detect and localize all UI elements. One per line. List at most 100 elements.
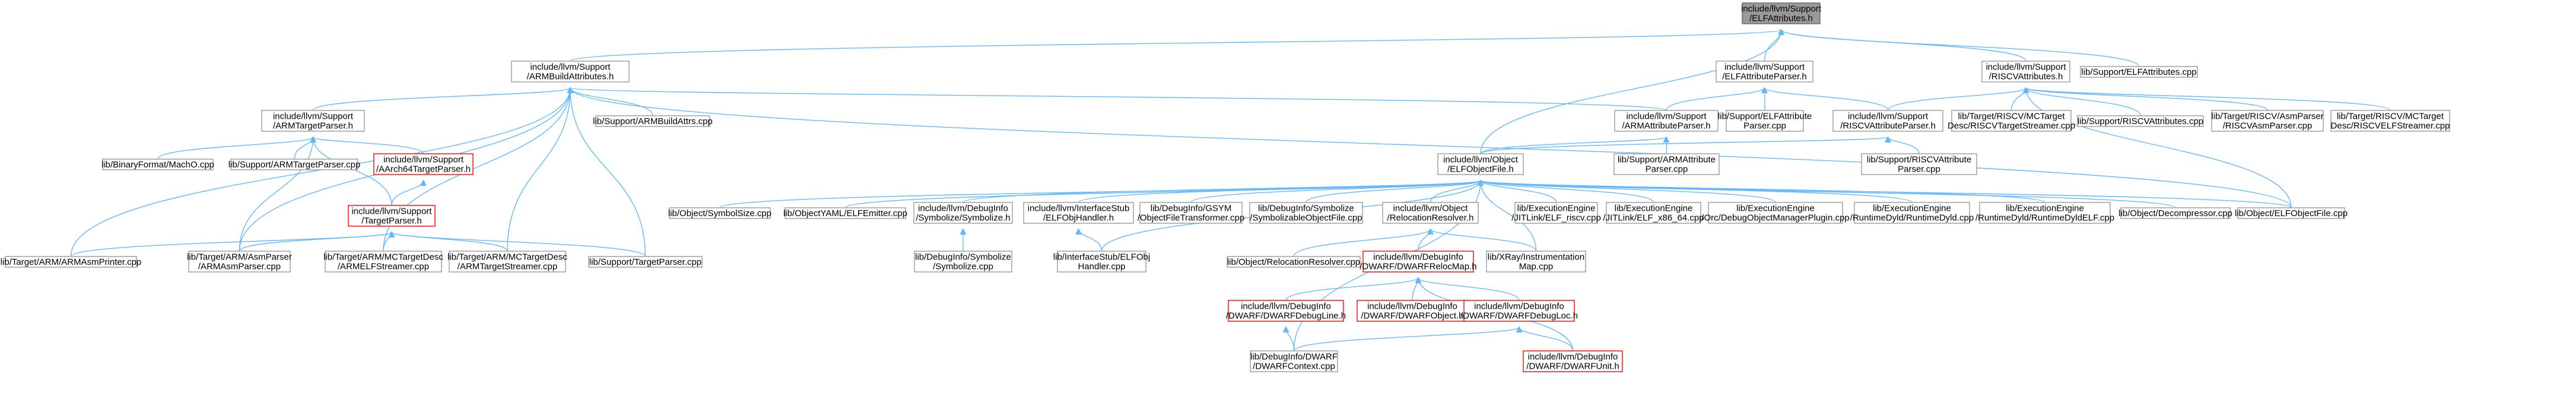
node-label: include/llvm/DebugInfo xyxy=(1241,302,1331,312)
node-label: Desc/RISCVELFStreamer.cpp xyxy=(2331,121,2450,131)
node-label: /JITLink/ELF_x86_64.cpp xyxy=(1603,213,1704,223)
node-label: lib/Target/RISCV/MCTarget xyxy=(2337,112,2444,122)
node-box xyxy=(1708,202,1843,224)
edge-riscvattributes_h-riscvelfstreamer_cpp xyxy=(2026,88,2391,111)
edge-elfobjectfile_h-xrayinstrumentationmap_cpp xyxy=(1481,180,1537,252)
node-armbuildattributes_h[interactable]: include/llvm/Support/ARMBuildAttributes.… xyxy=(511,61,630,83)
node-label: lib/Support/ARMAttribute xyxy=(1618,155,1716,165)
node-runtimedyldelf_cpp[interactable]: lib/ExecutionEngine/RuntimeDyld/RuntimeD… xyxy=(1975,202,2114,224)
node-riscvattributeparser_h[interactable]: include/llvm/Support/RISCVAttributeParse… xyxy=(1832,110,1943,132)
node-elfattributes_cpp[interactable]: lib/Support/ELFAttributes.cpp xyxy=(2080,66,2198,78)
node-dwarfobject_h[interactable]: include/llvm/DebugInfo/DWARF/DWARFObject… xyxy=(1357,300,1468,322)
node-relocationresolver_h[interactable]: include/llvm/Object/RelocationResolver.h xyxy=(1382,202,1479,224)
node-dwarfrelocmap_h[interactable]: include/llvm/DebugInfo/DWARF/DWARFRelocM… xyxy=(1360,251,1477,273)
node-box xyxy=(1382,202,1479,224)
node-box xyxy=(348,205,436,227)
node-elfobjhandler_cpp[interactable]: lib/InterfaceStub/ELFObjHandler.cpp xyxy=(1053,251,1150,273)
node-targetparser_h[interactable]: include/llvm/Support/TargetParser.h xyxy=(348,205,436,227)
node-armtargetstreamer_cpp[interactable]: lib/Target/ARM/MCTargetDesc/ARMTargetStr… xyxy=(447,251,567,273)
node-box xyxy=(1249,202,1363,224)
node-debugobjectmanagerplugin_cpp[interactable]: lib/ExecutionEngine/Orc/DebugObjectManag… xyxy=(1701,202,1850,224)
edge-armbuildattributes_h-armattributeparser_h xyxy=(570,88,1667,111)
node-riscvtargetstreamer_cpp[interactable]: lib/Target/RISCV/MCTargetDesc/RISCVTarge… xyxy=(1948,110,2075,132)
node-label: /ObjectFileTransformer.cpp xyxy=(1138,213,1244,223)
node-objectfiletransformer_cpp[interactable]: lib/DebugInfo/GSYM/ObjectFileTransformer… xyxy=(1138,202,1244,224)
node-armbuildattrs_cpp[interactable]: lib/Support/ARMBuildAttrs.cpp xyxy=(593,115,713,127)
node-armattributeparser_h[interactable]: include/llvm/Support/ARMAttributeParser.… xyxy=(1614,110,1719,132)
node-label: /Orc/DebugObjectManagerPlugin.cpp xyxy=(1701,213,1849,223)
node-elfattributes_h[interactable]: include/llvm/Support/ELFAttributes.h xyxy=(1741,2,1822,24)
node-label: include/llvm/DebugInfo xyxy=(1528,352,1618,362)
node-box xyxy=(2211,110,2324,132)
node-riscvattributeparser_cpp[interactable]: lib/Support/RISCVAttributeParser.cpp xyxy=(1861,153,1977,175)
node-label: Parser.cpp xyxy=(1898,164,1940,175)
node-elfobjhandler_h[interactable]: include/llvm/InterfaceStub/ELFObjHandler… xyxy=(1023,202,1134,224)
edge-elfobjectfile_h-elf_x86_64_cpp xyxy=(1481,180,1654,203)
node-dwarfdebugline_h[interactable]: include/llvm/DebugInfo/DWARF/DWARFDebugL… xyxy=(1226,300,1346,322)
edge-armattributeparser_h-armattributeparser_cpp xyxy=(1666,137,1667,154)
edge-targetparser_h-armasmparser_cpp xyxy=(239,232,392,252)
node-armtargetparser_h[interactable]: include/llvm/Support/ARMTargetParser.h xyxy=(261,110,365,132)
node-label: /RISCVAttributeParser.h xyxy=(1840,121,1936,131)
node-armasmparser_cpp[interactable]: lib/Target/ARM/AsmParser/ARMAsmParser.cp… xyxy=(187,251,292,273)
node-label: lib/ExecutionEngine xyxy=(1873,204,1951,214)
node-box xyxy=(1486,251,1586,273)
node-box xyxy=(1606,202,1701,224)
node-runtimedyld_cpp[interactable]: lib/ExecutionEngine/RuntimeDyld/RuntimeD… xyxy=(1850,202,1974,224)
edge-relocationresolver_h-relocationresolver_cpp xyxy=(1293,229,1431,257)
node-aarch64targetparser_h[interactable]: include/llvm/Support/AArch64TargetParser… xyxy=(373,153,474,175)
edge-riscvattributes_h-riscvattributes_cpp xyxy=(2026,88,2141,116)
node-elfobjectfile_h[interactable]: include/llvm/Object/ELFObjectFile.h xyxy=(1437,153,1524,175)
node-dwarfunit_h[interactable]: include/llvm/DebugInfo/DWARF/DWARFUnit.h xyxy=(1523,350,1623,372)
node-riscvattributes_h[interactable]: include/llvm/Support/RISCVAttributes.h xyxy=(1981,61,2070,83)
node-box xyxy=(595,115,710,127)
node-dwarfcontext_cpp[interactable]: lib/DebugInfo/DWARF/DWARFContext.cpp xyxy=(1250,350,1338,372)
node-label: lib/Target/ARM/ARMAsmPrinter.cpp xyxy=(1,257,142,267)
node-armattributeparser_cpp[interactable]: lib/Support/ARMAttributeParser.cpp xyxy=(1613,153,1720,175)
node-elf_riscv_cpp[interactable]: lib/ExecutionEngine/JITLink/ELF_riscv.cp… xyxy=(1511,202,1601,224)
node-armelfstreamer_cpp[interactable]: lib/Target/ARM/MCTargetDesc/ARMELFStream… xyxy=(323,251,443,273)
node-label: /Symbolize/Symbolize.h xyxy=(916,213,1010,223)
node-label: lib/Target/ARM/MCTargetDesc xyxy=(323,252,443,262)
node-armtargetparser_cpp[interactable]: lib/Support/ARMTargetParser.cpp xyxy=(228,159,361,170)
node-elfattributeparser_cpp[interactable]: lib/Support/ELFAttributeParser.cpp xyxy=(1718,110,1812,132)
node-label: lib/Object/ELFObjectFile.cpp xyxy=(2235,208,2348,218)
edge-riscvattributes_h-riscvasmparser_cpp xyxy=(2026,88,2268,111)
edge-elfattributeparser_h-riscvattributeparser_h xyxy=(1765,88,1889,111)
node-relocationresolver_cpp[interactable]: lib/Object/RelocationResolver.cpp xyxy=(1227,256,1361,268)
node-label: /DWARF/DWARFUnit.h xyxy=(1526,362,1619,372)
edge-armattributeparser_h-elfobjectfile_h xyxy=(1480,137,1666,154)
node-machu_cpp[interactable]: lib/BinaryFormat/MachO.cpp xyxy=(101,159,214,170)
node-symbolize_h[interactable]: include/llvm/DebugInfo/Symbolize/Symboli… xyxy=(913,202,1013,224)
node-dwarfdebugloc_h[interactable]: include/llvm/DebugInfo/DWARF/DWARFDebugL… xyxy=(1460,300,1578,322)
node-box xyxy=(1854,202,1970,224)
edge-armtargetparser_h-machu_cpp xyxy=(157,137,313,160)
node-label: lib/ExecutionEngine xyxy=(1615,204,1693,214)
node-label: include/llvm/InterfaceStub xyxy=(1028,204,1130,214)
node-symbolsize_cpp[interactable]: lib/Object/SymbolSize.cpp xyxy=(668,207,771,219)
node-riscvattributes_cpp[interactable]: lib/Support/RISCVAttributes.cpp xyxy=(2077,115,2204,127)
node-label: lib/Object/Decompressor.cpp xyxy=(2118,208,2232,218)
node-box xyxy=(1614,110,1719,132)
node-targetparser_cpp[interactable]: lib/Support/TargetParser.cpp xyxy=(588,256,703,268)
node-elfobjectfile_cpp[interactable]: lib/Object/ELFObjectFile.cpp xyxy=(2235,207,2348,219)
edge-dwarfrelocmap_h-dwarfdebugline_h xyxy=(1285,278,1418,301)
edge-dwarfdebugloc_h-dwarfunit_h xyxy=(1519,327,1574,352)
node-box xyxy=(1951,110,2072,132)
node-riscvasmparser_cpp[interactable]: lib/Target/RISCV/AsmParser/RISCVAsmParse… xyxy=(2211,110,2324,132)
node-riscvelfstreamer_cpp[interactable]: lib/Target/RISCV/MCTargetDesc/RISCVELFSt… xyxy=(2330,110,2450,132)
node-symbolizableobjectfile_cpp[interactable]: lib/DebugInfo/Symbolize/SymbolizableObje… xyxy=(1249,202,1363,224)
node-armasmprinter_cpp[interactable]: lib/Target/ARM/ARMAsmPrinter.cpp xyxy=(1,256,142,268)
node-label: Handler.cpp xyxy=(1078,262,1125,272)
node-elfemitter_cpp[interactable]: lib/ObjectYAML/ELFEmitter.cpp xyxy=(783,207,907,219)
node-label: /ARMTargetStreamer.cpp xyxy=(458,262,557,272)
edge-elfobjhandler_h-elfobjhandler_cpp xyxy=(1079,229,1103,252)
node-symbolize_cpp[interactable]: lib/DebugInfo/Symbolize/Symbolize.cpp xyxy=(914,251,1012,273)
node-box xyxy=(261,110,365,132)
node-elfattributeparser_h[interactable]: include/llvm/Support/ELFAttributeParser.… xyxy=(1716,61,1813,83)
node-decompressor_cpp[interactable]: lib/Object/Decompressor.cpp xyxy=(2118,207,2232,219)
nodes-layer: include/llvm/Support/ELFAttributes.h incl… xyxy=(1,2,2450,372)
node-elf_x86_64_cpp[interactable]: lib/ExecutionEngine/JITLink/ELF_x86_64.c… xyxy=(1603,202,1704,224)
